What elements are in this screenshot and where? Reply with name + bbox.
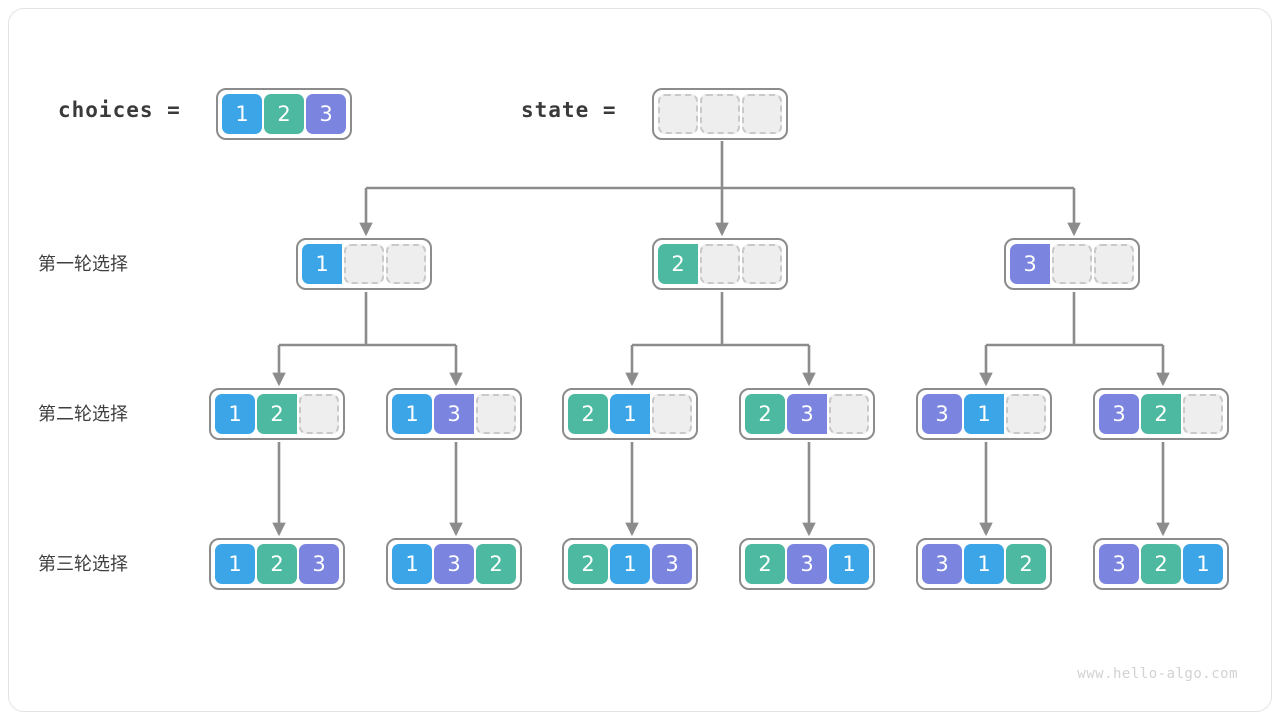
r3n5-cell-2: 2 bbox=[1006, 544, 1046, 584]
r1n1-cell-2 bbox=[386, 244, 426, 284]
state-cell-2 bbox=[742, 94, 782, 134]
state-array bbox=[652, 88, 788, 140]
r2n5-cell-1: 1 bbox=[964, 394, 1004, 434]
r2n2-cell-2 bbox=[476, 394, 516, 434]
r2n5-cell-2 bbox=[1006, 394, 1046, 434]
r2n1-cell-2 bbox=[299, 394, 339, 434]
r3n4-cell-0: 2 bbox=[745, 544, 785, 584]
r3n5-cell-1: 1 bbox=[964, 544, 1004, 584]
r1n3-cell-1 bbox=[1052, 244, 1092, 284]
r1n1-cell-1 bbox=[344, 244, 384, 284]
r3n6-cell-0: 3 bbox=[1099, 544, 1139, 584]
watermark: www.hello-algo.com bbox=[1077, 666, 1238, 682]
r3n1-cell-0: 1 bbox=[215, 544, 255, 584]
r3n3-cell-0: 2 bbox=[568, 544, 608, 584]
r3n4-cell-2: 1 bbox=[829, 544, 869, 584]
r3n3-cell-1: 1 bbox=[610, 544, 650, 584]
r2n1-cell-1: 2 bbox=[257, 394, 297, 434]
r1n3-cell-0: 3 bbox=[1010, 244, 1050, 284]
r2n6-cell-0: 3 bbox=[1099, 394, 1139, 434]
choices-cell-0: 1 bbox=[222, 94, 262, 134]
row-label-round-1: 第一轮选择 bbox=[38, 254, 128, 275]
r2n5-cell-0: 3 bbox=[922, 394, 962, 434]
r2n2-cell-1: 3 bbox=[434, 394, 474, 434]
r1n2-cell-2 bbox=[742, 244, 782, 284]
r3n1-cell-1: 2 bbox=[257, 544, 297, 584]
r2n3-cell-1: 1 bbox=[610, 394, 650, 434]
state-cell-1 bbox=[700, 94, 740, 134]
r2n3-cell-0: 2 bbox=[568, 394, 608, 434]
r3n6-cell-2: 1 bbox=[1183, 544, 1223, 584]
r2n4-cell-1: 3 bbox=[787, 394, 827, 434]
r3n3-cell-2: 3 bbox=[652, 544, 692, 584]
r3n2-cell-1: 3 bbox=[434, 544, 474, 584]
choices-cell-1: 2 bbox=[264, 94, 304, 134]
state-label: state = bbox=[521, 98, 617, 122]
r2n4-cell-0: 2 bbox=[745, 394, 785, 434]
r2n6-cell-1: 2 bbox=[1141, 394, 1181, 434]
state-cell-0 bbox=[658, 94, 698, 134]
r2n3-cell-2 bbox=[652, 394, 692, 434]
r2n1-cell-0: 1 bbox=[215, 394, 255, 434]
r1n3-cell-2 bbox=[1094, 244, 1134, 284]
choices-label: choices = bbox=[58, 98, 181, 122]
r3n2-cell-0: 1 bbox=[392, 544, 432, 584]
r2n2-cell-0: 1 bbox=[392, 394, 432, 434]
row-label-round-2: 第二轮选择 bbox=[38, 404, 128, 425]
r3n5-cell-0: 3 bbox=[922, 544, 962, 584]
state-array-round-1-node-3: 3 bbox=[1004, 238, 1140, 290]
r2n4-cell-2 bbox=[829, 394, 869, 434]
r1n1-cell-0: 1 bbox=[302, 244, 342, 284]
r1n2-cell-1 bbox=[700, 244, 740, 284]
diagram-frame bbox=[8, 8, 1272, 712]
r3n2-cell-2: 2 bbox=[476, 544, 516, 584]
r3n6-cell-1: 2 bbox=[1141, 544, 1181, 584]
r1n2-cell-0: 2 bbox=[658, 244, 698, 284]
row-label-round-3: 第三轮选择 bbox=[38, 554, 128, 575]
r3n1-cell-2: 3 bbox=[299, 544, 339, 584]
state-array-round-1-node-2: 2 bbox=[652, 238, 788, 290]
state-array-round-1-node-1: 1 bbox=[296, 238, 432, 290]
choices-cell-2: 3 bbox=[306, 94, 346, 134]
r2n6-cell-2 bbox=[1183, 394, 1223, 434]
r3n4-cell-1: 3 bbox=[787, 544, 827, 584]
